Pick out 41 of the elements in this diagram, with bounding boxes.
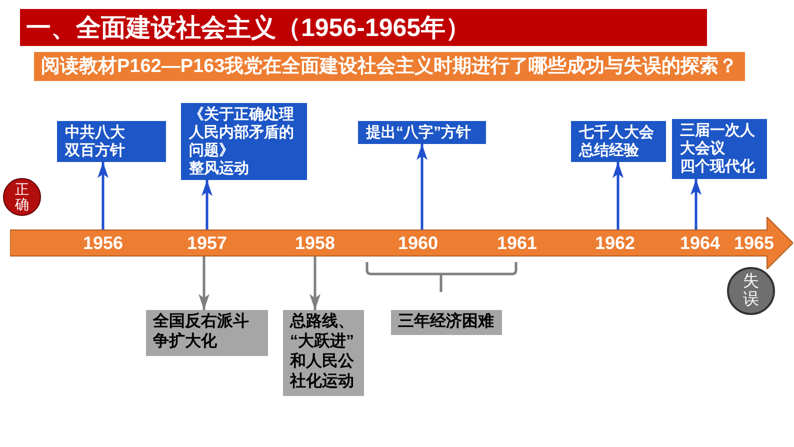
status-text: 失误: [743, 273, 759, 309]
arrow: [310, 256, 320, 310]
event-text: 中共八大: [65, 124, 126, 142]
event-text: 七千人大会: [579, 124, 655, 142]
event-text: 总路线、“大跃进”和人民公社化运动: [290, 312, 355, 392]
status-text: 正确: [15, 182, 29, 212]
year-label: 1964: [680, 234, 720, 252]
year-label: 1962: [594, 234, 636, 252]
event-text: 提出“八字”方针: [366, 124, 472, 142]
year-label: 1965: [734, 234, 774, 252]
event-box: [57, 121, 166, 162]
year-label: 1960: [398, 234, 438, 252]
event-box: [146, 310, 268, 356]
event-text: 三年经济困难: [398, 312, 495, 332]
year-label: 1956: [82, 234, 124, 252]
event-text: 全国反右派斗争扩大化: [153, 312, 250, 352]
arrow: [612, 162, 624, 230]
timeline: [10, 217, 793, 269]
arrow: [202, 180, 212, 230]
event-box: [181, 103, 307, 180]
event-box: [571, 121, 666, 162]
event-box: [672, 119, 767, 179]
arrow: [416, 144, 428, 230]
arrow: [198, 256, 210, 310]
event-text: 总结经验: [579, 142, 640, 160]
year-label: 1958: [294, 234, 336, 252]
event-text: 整风运动: [189, 160, 250, 178]
year-label: 1957: [186, 234, 228, 252]
year-label: 1961: [496, 234, 538, 252]
event-text: 双百方针: [65, 142, 126, 160]
event-box: [391, 310, 502, 335]
question-banner: [34, 52, 745, 81]
event-text: 四个现代化: [680, 158, 756, 176]
arrow: [690, 179, 702, 230]
question-text: 阅读教材P162—P163我党在全面建设社会主义时期进行了哪些成功与失误的探索？: [41, 56, 738, 78]
event-text: 《关于正确处理人民内部矛盾的问题》: [189, 106, 295, 160]
title-text: 一、全面建设社会主义（1956-1965年）: [26, 12, 471, 42]
event-box: [358, 121, 486, 144]
event-box: [283, 310, 364, 396]
arrow: [98, 162, 108, 230]
event-text: 三届一次人大会议: [680, 122, 756, 158]
